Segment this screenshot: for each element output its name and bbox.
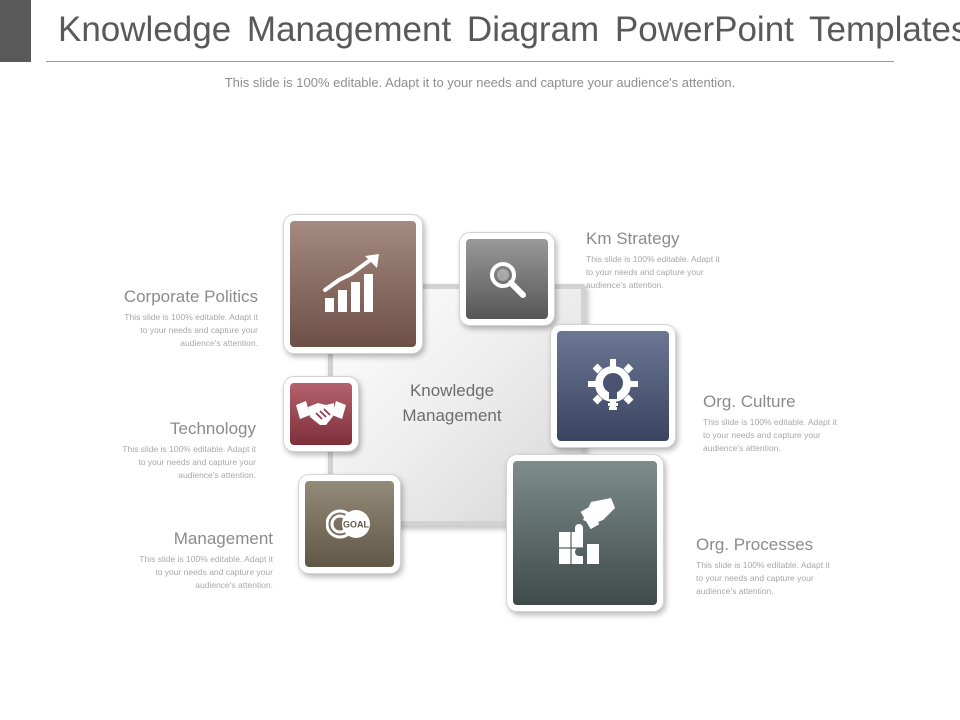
desc-line: This slide is 100% editable. Adapt it	[586, 254, 720, 264]
tile-search-face	[466, 239, 548, 319]
label-km-strategy-title: Km Strategy	[586, 229, 680, 248]
desc-line: This slide is 100% editable. Adapt it	[122, 444, 256, 454]
tile-goal-face: GOAL	[305, 481, 394, 567]
tile-puzzle-face	[513, 461, 657, 605]
desc-line: to your needs and capture your	[138, 457, 256, 467]
desc-line: to your needs and capture your	[140, 325, 258, 335]
tile-handshake-face	[290, 383, 352, 445]
desc-line: to your needs and capture your	[155, 567, 273, 577]
desc-line: This slide is 100% editable. Adapt it	[124, 312, 258, 322]
label-org-processes-title: Org. Processes	[696, 535, 814, 554]
desc-line: audience's attention.	[586, 280, 664, 290]
desc-line: This slide is 100% editable. Adapt it	[696, 560, 830, 570]
label-corporate-politics-title: Corporate Politics	[123, 287, 258, 306]
center-label: Knowledge Management	[352, 378, 552, 428]
label-org-processes: Org. Processes This slide is 100% editab…	[696, 535, 876, 598]
tile-idea-face	[557, 331, 669, 441]
label-org-culture: Org. Culture This slide is 100% editable…	[703, 392, 883, 455]
tile-goal: GOAL	[298, 474, 401, 574]
gear-lightbulb-icon	[588, 359, 638, 410]
label-corporate-politics-desc: This slide is 100% editable. Adapt it to…	[78, 311, 258, 350]
slide-title: Knowledge Management Diagram PowerPoint …	[58, 10, 960, 49]
slide-subtitle: This slide is 100% editable. Adapt it to…	[224, 75, 736, 90]
tile-idea	[550, 324, 676, 448]
tile-search	[459, 232, 555, 326]
desc-line: audience's attention.	[696, 586, 774, 596]
label-org-culture-desc: This slide is 100% editable. Adapt it to…	[703, 416, 883, 455]
desc-line: to your needs and capture your	[586, 267, 704, 277]
desc-line: This slide is 100% editable. Adapt it	[139, 554, 273, 564]
tile-growth-face	[290, 221, 416, 347]
hand-puzzle-icon	[559, 498, 615, 564]
goal-target-icon: GOAL	[325, 509, 370, 539]
tile-growth	[283, 214, 423, 354]
label-management-title: Management	[173, 529, 273, 548]
magnifier-icon	[490, 262, 526, 298]
desc-line: to your needs and capture your	[703, 430, 821, 440]
label-corporate-politics: Corporate Politics This slide is 100% ed…	[78, 287, 258, 350]
center-label-line1: Knowledge	[409, 381, 495, 400]
desc-line: audience's attention.	[195, 580, 273, 590]
label-technology-title: Technology	[169, 419, 256, 438]
bar-growth-chart-icon	[323, 254, 379, 312]
center-label-line2: Management	[402, 406, 502, 425]
label-km-strategy-desc: This slide is 100% editable. Adapt it to…	[586, 253, 766, 292]
desc-line: This slide is 100% editable. Adapt it	[703, 417, 837, 427]
label-management-desc: This slide is 100% editable. Adapt it to…	[93, 553, 273, 592]
desc-line: to your needs and capture your	[696, 573, 814, 583]
title-accent-bar	[0, 0, 31, 62]
tile-handshake	[283, 376, 359, 452]
desc-line: audience's attention.	[180, 338, 258, 348]
label-technology-desc: This slide is 100% editable. Adapt it to…	[76, 443, 256, 482]
tile-puzzle	[506, 454, 664, 612]
desc-line: audience's attention.	[178, 470, 256, 480]
title-divider	[46, 61, 894, 62]
desc-line: audience's attention.	[703, 443, 781, 453]
label-km-strategy: Km Strategy This slide is 100% editable.…	[586, 229, 766, 292]
handshake-icon	[296, 401, 346, 425]
label-management: Management This slide is 100% editable. …	[93, 529, 273, 592]
goal-icon-text: GOAL	[343, 520, 370, 530]
label-org-processes-desc: This slide is 100% editable. Adapt it to…	[696, 559, 876, 598]
label-technology: Technology This slide is 100% editable. …	[76, 419, 256, 482]
label-org-culture-title: Org. Culture	[703, 392, 796, 411]
